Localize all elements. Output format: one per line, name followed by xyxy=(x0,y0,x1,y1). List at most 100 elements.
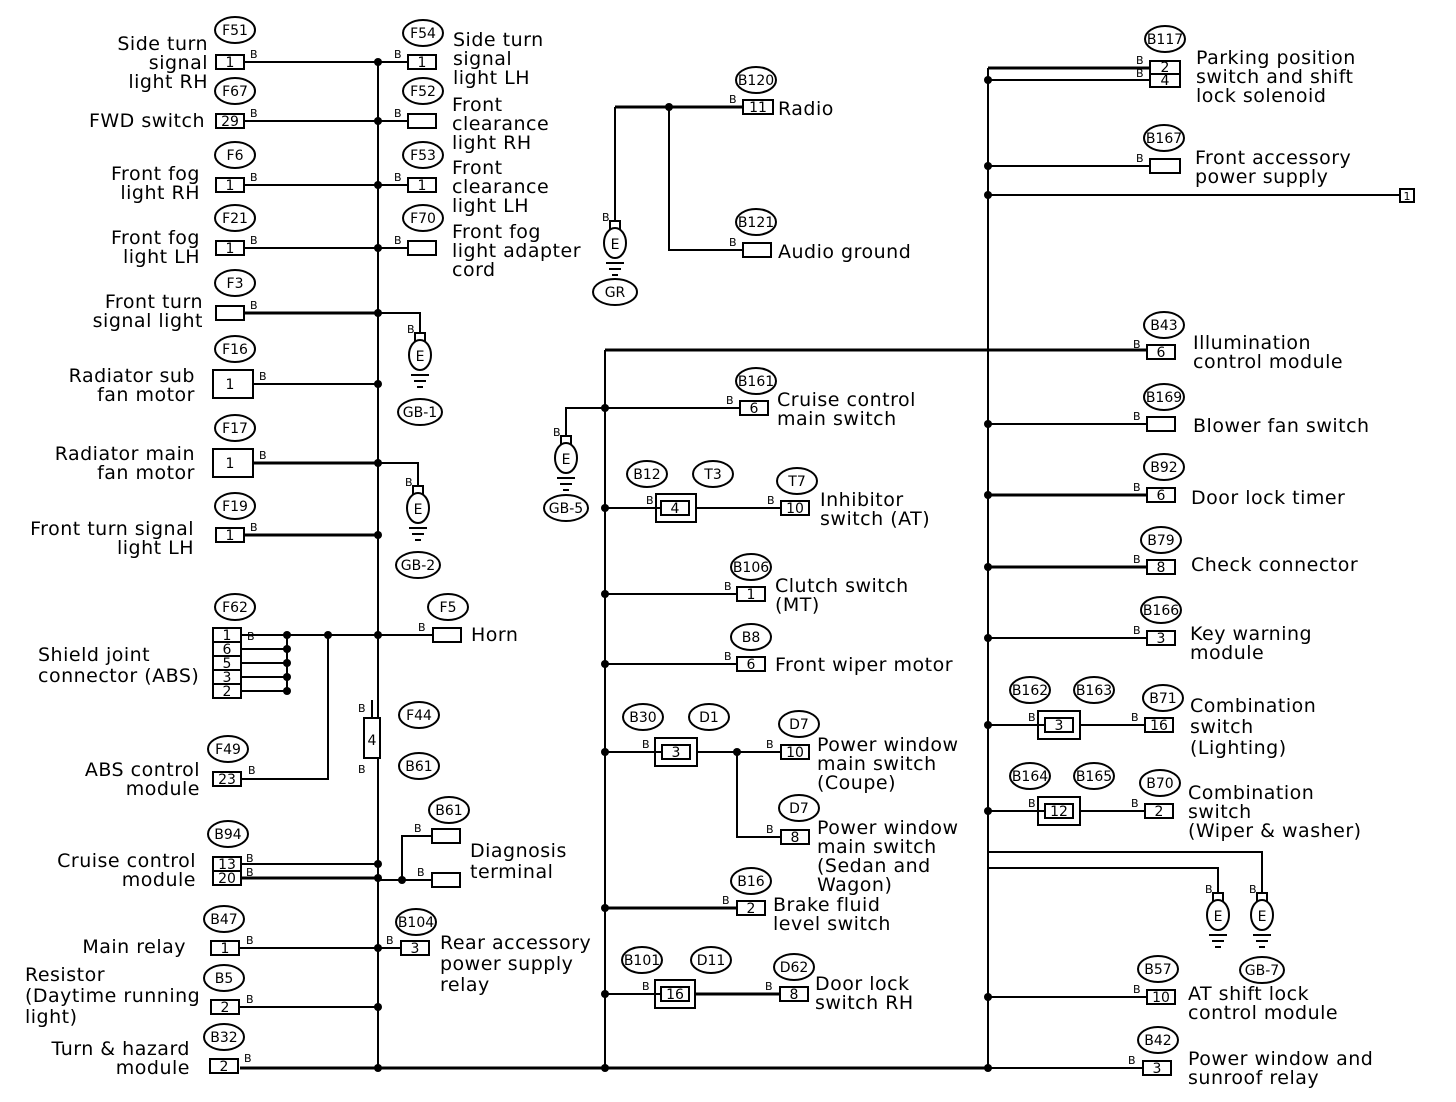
wire-color-label: B xyxy=(1205,883,1213,896)
off-page-connector-box xyxy=(1399,188,1415,203)
junction-dot xyxy=(374,531,382,539)
connector-tag-oval xyxy=(1073,676,1115,704)
connector-tag-b30: B30 xyxy=(622,703,664,731)
connector-tag-b165: B165 xyxy=(1073,762,1115,790)
connector-tag-oval xyxy=(214,269,256,297)
component-label: signal xyxy=(453,48,512,70)
connector-id: F49 xyxy=(215,742,241,758)
component-label: (MT) xyxy=(775,594,820,616)
wire-color-label: B xyxy=(394,107,402,120)
component-label: main switch xyxy=(817,753,937,775)
junction-dot xyxy=(601,504,609,512)
component-label: control module xyxy=(1193,351,1343,373)
component-label: Front turn signal xyxy=(30,518,194,540)
wire-color-label: B xyxy=(407,323,415,336)
pin-box xyxy=(780,500,810,516)
wire-color-label: B xyxy=(394,48,402,61)
connector-tag-f49: F49 xyxy=(207,735,249,763)
pin-number: 3 xyxy=(411,941,420,957)
component-label: Cruise control xyxy=(57,850,196,872)
connector-id: B30 xyxy=(629,710,656,726)
component-label: Diagnosis xyxy=(470,840,567,862)
connector-tag-b42: B42 xyxy=(1137,1026,1179,1054)
junction-dot xyxy=(984,491,992,499)
connector-id: F5 xyxy=(440,600,457,616)
component-label: switch xyxy=(1190,716,1254,738)
wire-color-label: B xyxy=(244,1052,252,1065)
connector-tag-f62: F62 xyxy=(214,593,256,621)
motor-box xyxy=(212,369,254,399)
connector-tag-oval xyxy=(692,460,734,488)
connector-tag-b121: B121 xyxy=(735,208,777,236)
component-label: clearance xyxy=(452,176,549,198)
connector-id: F52 xyxy=(410,84,436,100)
component-label: terminal xyxy=(470,861,553,883)
connector-tag-b169: B169 xyxy=(1143,383,1185,411)
ground-body xyxy=(408,339,432,371)
wire-color-label: B xyxy=(417,866,425,879)
connector-tag-f44: F44 xyxy=(398,701,440,729)
connector-tag-oval xyxy=(214,335,256,363)
wire-color-label: B xyxy=(1249,883,1257,896)
wire-color-label: B xyxy=(646,494,654,507)
pin-number: 4 xyxy=(671,501,680,517)
connector-id: B16 xyxy=(737,874,765,890)
junction-dot xyxy=(601,990,609,998)
component-label: Main relay xyxy=(82,936,186,958)
connector-tag-oval xyxy=(214,141,256,169)
pin-number: 2 xyxy=(747,901,756,917)
pin-number: 1 xyxy=(747,587,756,603)
component-label: Front fog xyxy=(452,221,541,243)
wire-color-label: B xyxy=(246,993,254,1006)
junction-dot xyxy=(374,1064,382,1072)
connector-tag-f5: F5 xyxy=(427,593,469,621)
connector-tag-b5: B5 xyxy=(203,964,245,992)
pin-box xyxy=(1146,344,1176,360)
pin-number: 13 xyxy=(218,857,236,873)
connector-id: B70 xyxy=(1146,776,1173,792)
component-label: FWD switch xyxy=(89,110,205,132)
pin-number: 16 xyxy=(1150,718,1168,734)
component-label: AT shift lock xyxy=(1188,983,1309,1005)
component-label: light LH xyxy=(123,246,200,268)
inline-connector-box xyxy=(363,717,381,759)
wire-color-label: B xyxy=(246,852,254,865)
pin-box xyxy=(1149,158,1181,174)
pin-number: 3 xyxy=(1157,631,1166,647)
connector-id: F53 xyxy=(410,148,436,164)
connector-id: F70 xyxy=(410,211,436,227)
connector-tag-oval xyxy=(1139,769,1181,797)
component-label: Radio xyxy=(778,98,834,120)
connector-tag-oval xyxy=(214,414,256,442)
component-label: power supply xyxy=(440,953,573,975)
connector-id: B167 xyxy=(1146,131,1182,147)
connector-tag-b120: B120 xyxy=(735,66,777,94)
pin-number: 3 xyxy=(1153,1061,1162,1077)
connector-id: B121 xyxy=(738,215,774,231)
component-label: Combination xyxy=(1190,695,1316,717)
connector-tag-f3: F3 xyxy=(214,269,256,297)
ground-tag-oval xyxy=(395,551,441,579)
pin-number: 3 xyxy=(672,745,681,761)
connector-tag-oval xyxy=(735,66,777,94)
component-label: signal xyxy=(149,52,208,74)
component-label: Front wiper motor xyxy=(775,654,953,676)
connector-id: B164 xyxy=(1012,769,1048,785)
component-label: Parking position xyxy=(1196,47,1356,69)
wire xyxy=(988,851,1263,893)
connector-id: F6 xyxy=(227,148,244,164)
pin-box xyxy=(780,744,810,760)
connector-tag-oval xyxy=(735,367,777,395)
connector-tag-oval xyxy=(1142,684,1184,712)
wire-color-label: B xyxy=(414,822,422,835)
pin-number: 2 xyxy=(221,1000,230,1016)
wire-color-label: B xyxy=(1131,711,1139,724)
component-label: ABS control xyxy=(85,759,200,781)
component-label: signal light xyxy=(93,310,203,332)
component-label: light RH xyxy=(452,132,532,154)
connector-tag-oval xyxy=(1143,453,1185,481)
component-label: Power window xyxy=(817,734,959,756)
pin-box xyxy=(209,1058,239,1074)
pin-number: 6 xyxy=(223,642,232,658)
